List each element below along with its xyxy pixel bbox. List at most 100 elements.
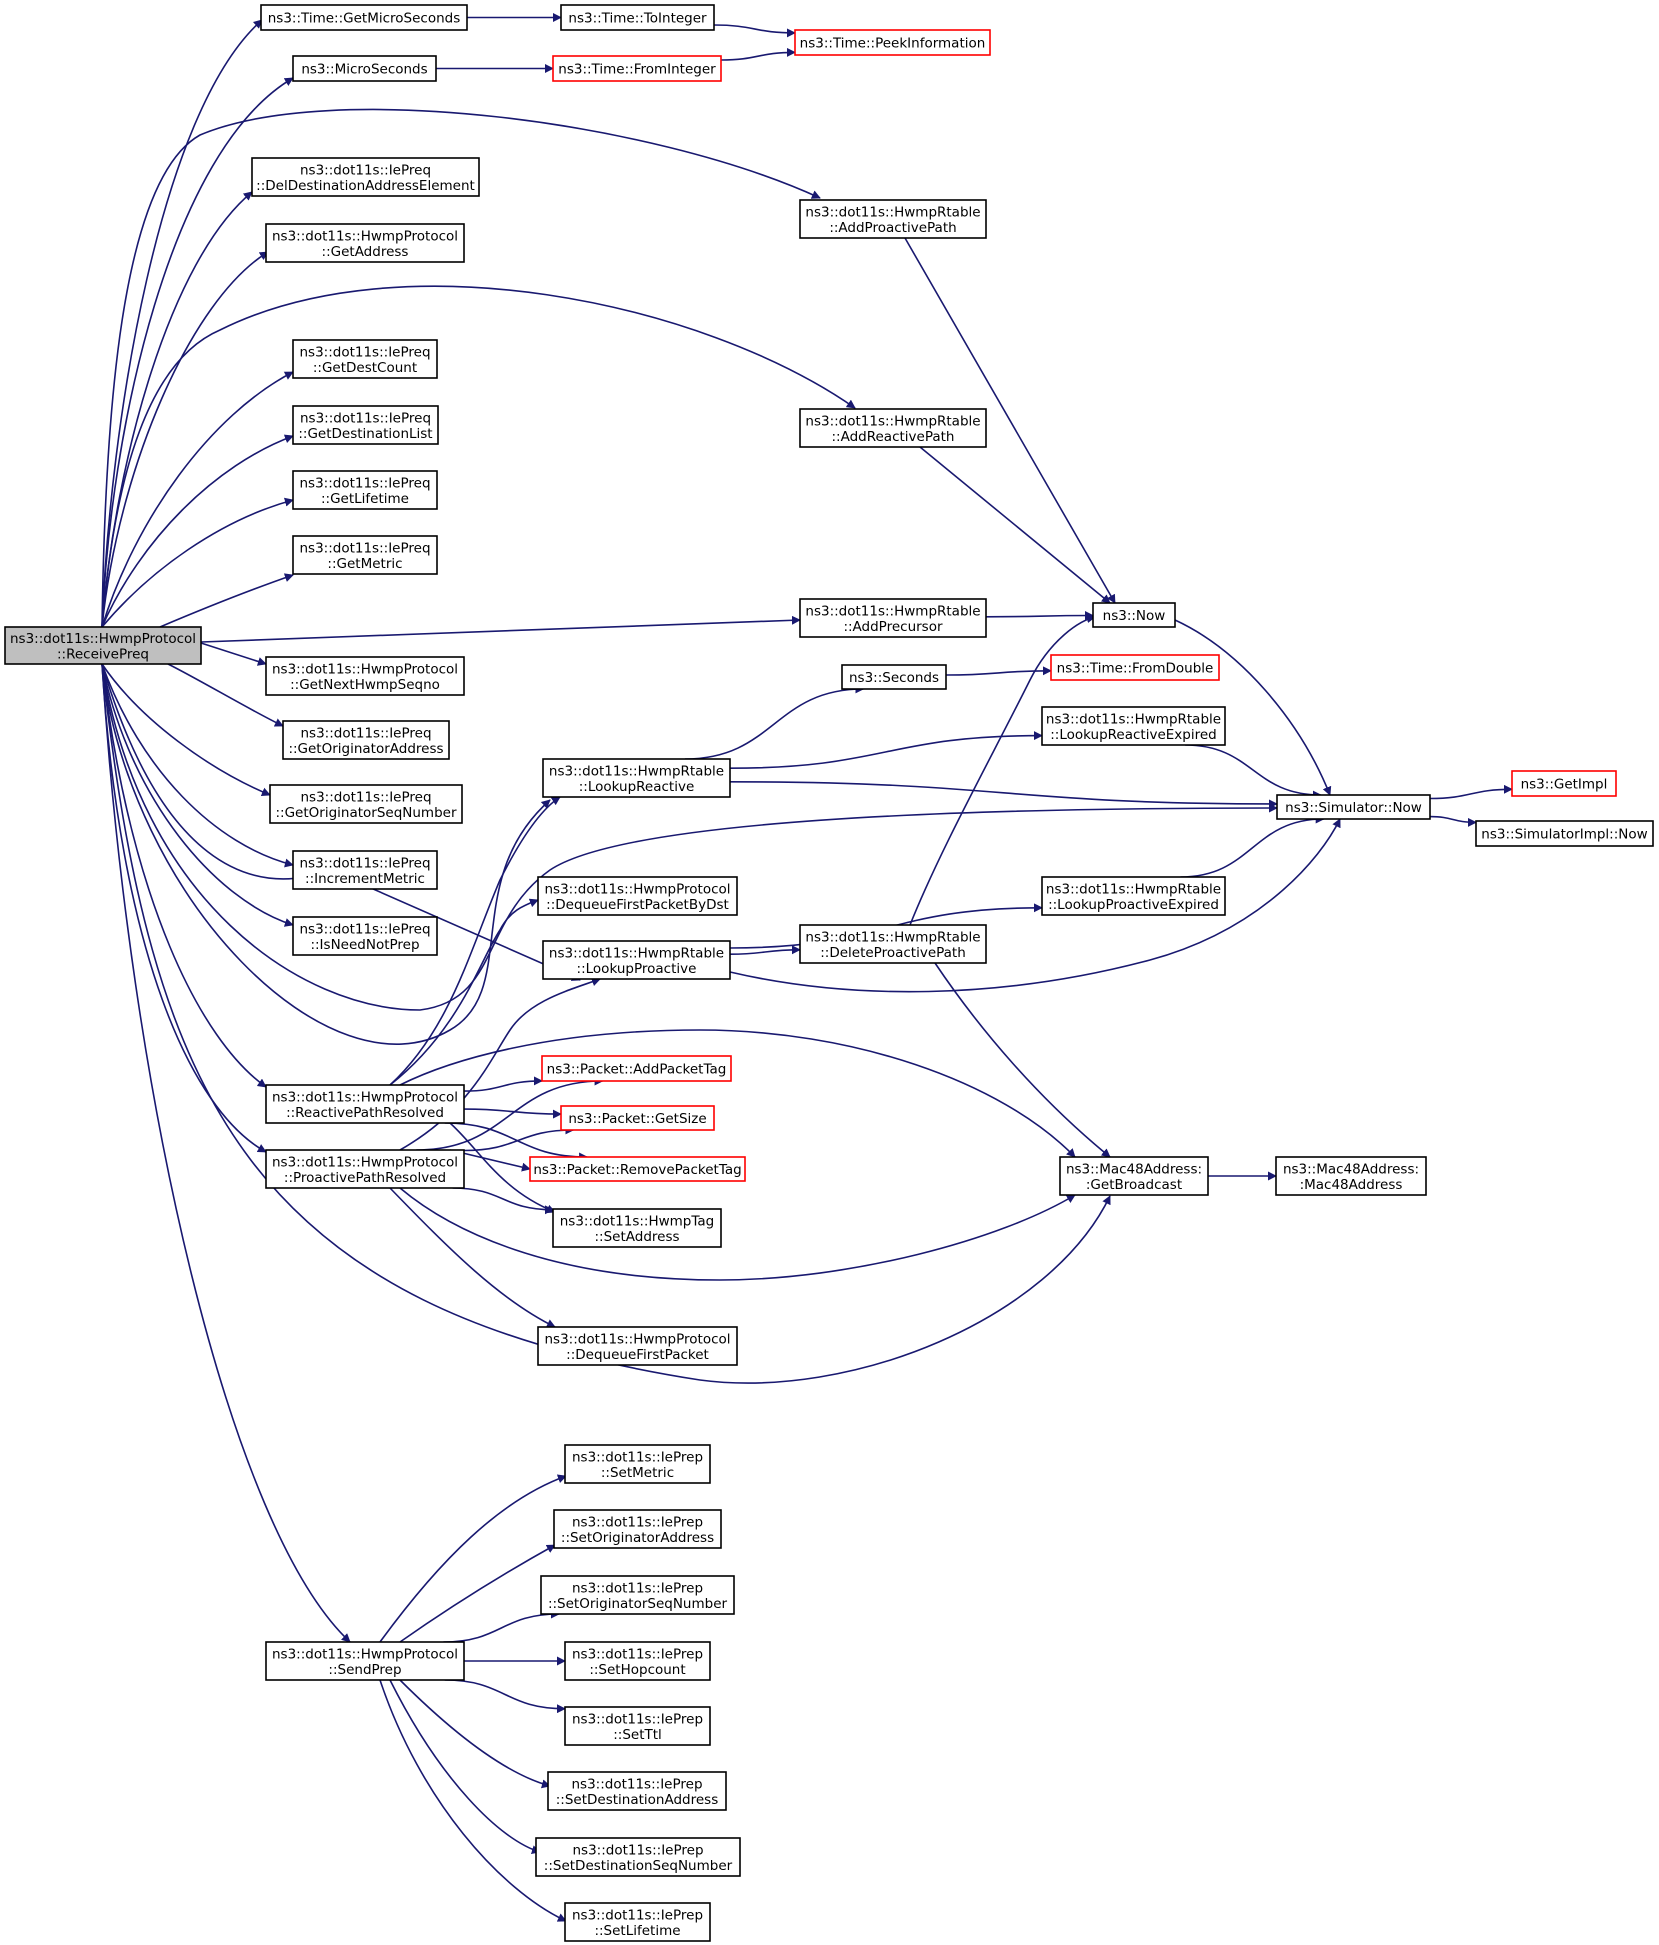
edge-line [729, 945, 801, 955]
edge-proactivepathresolved-to-settagaddress [452, 1187, 554, 1215]
edge-line [904, 237, 1116, 604]
node-lookupreactiveexpired[interactable]: ns3::dot11s::HwmpRtable::LookupReactiveE… [1041, 706, 1226, 746]
node-sethopcount[interactable]: ns3::dot11s::IePrep::SetHopcount [564, 1641, 711, 1681]
edge-lookupreactiveexpired-to-simulatornow [1185, 744, 1322, 800]
node-deleteproactivepath[interactable]: ns3::dot11s::HwmpRtable::DeleteProactive… [799, 924, 987, 964]
node-frominteger[interactable]: ns3::Time::FromInteger [552, 55, 722, 82]
node-box [4, 626, 202, 665]
node-box [265, 1084, 465, 1124]
node-getlifetime[interactable]: ns3::dot11s::IePreq::GetLifetime [292, 470, 438, 510]
node-dequeuefirstpacketbydst[interactable]: ns3::dot11s::HwmpProtocol::DequeueFirstP… [537, 876, 738, 916]
node-box [265, 223, 465, 263]
edge-line [101, 663, 351, 1643]
node-lookupproactive[interactable]: ns3::dot11s::HwmpRtable::LookupProactive [542, 940, 731, 980]
node-peekinformation[interactable]: ns3::Time::PeekInformation [794, 29, 991, 56]
node-label-line: ns3::dot11s::HwmpProtocol [272, 1646, 458, 1662]
edge-reactivepathresolved-to-getbroadcast [399, 1029, 1076, 1158]
node-label-line: ns3::dot11s::IePreq [300, 162, 431, 178]
node-setlifetime[interactable]: ns3::dot11s::IePrep::SetLifetime [564, 1902, 711, 1942]
node-seconds[interactable]: ns3::Seconds [841, 664, 947, 690]
node-label-line: ::SetDestinationAddress [556, 1792, 719, 1808]
node-setmetric[interactable]: ns3::dot11s::IePrep::SetMetric [564, 1444, 711, 1484]
node-isneednotprep[interactable]: ns3::dot11s::IePreq::IsNeedNotPrep [292, 916, 438, 956]
node-label-line: ::DequeueFirstPacket [566, 1347, 709, 1363]
node-addprecursor[interactable]: ns3::dot11s::HwmpRtable::AddPrecursor [799, 598, 987, 638]
node-microseconds[interactable]: ns3::MicroSeconds [292, 55, 437, 82]
node-addproactivepath[interactable]: ns3::dot11s::HwmpRtable::AddProactivePat… [799, 199, 987, 239]
node-label-line: ns3::Simulator::Now [1285, 800, 1422, 816]
edge-line [463, 1076, 543, 1092]
edge-root-to-getnexthwmpseqno [200, 642, 267, 666]
node-setoriginatoraddress[interactable]: ns3::dot11s::IePrep::SetOriginatorAddres… [553, 1509, 722, 1549]
node-box [292, 405, 439, 445]
node-simulatorimplnow[interactable]: ns3::SimulatorImpl::Now [1475, 820, 1654, 847]
node-label-line: ::GetLifetime [321, 491, 409, 507]
edge-line [389, 1679, 541, 1854]
node-box [265, 1641, 465, 1681]
node-label-line: ::AddReactivePath [831, 429, 954, 445]
node-label-line: ns3::dot11s::IePreq [299, 540, 430, 556]
node-label-line: ns3::Packet::AddPacketTag [547, 1062, 727, 1078]
node-box [1475, 820, 1654, 847]
node-getsize[interactable]: ns3::Packet::GetSize [560, 1105, 715, 1131]
edge-deleteproactivepath-to-ns3now [909, 614, 1096, 926]
node-incrementmetric[interactable]: ns3::dot11s::IePreq::IncrementMetric [292, 850, 438, 890]
node-mac48address[interactable]: ns3::Mac48Address::Mac48Address [1275, 1156, 1427, 1196]
node-deldest[interactable]: ns3::dot11s::IePreq::DelDestinationAddre… [251, 157, 480, 197]
node-label-line: :Mac48Address [1300, 1177, 1403, 1193]
node-box [799, 598, 987, 638]
node-ns3now[interactable]: ns3::Now [1092, 602, 1176, 628]
node-proactivepathresolved[interactable]: ns3::dot11s::HwmpProtocol::ProactivePath… [265, 1149, 465, 1189]
node-box [799, 199, 987, 239]
edge-line [101, 285, 856, 628]
node-addpackettag[interactable]: ns3::Packet::AddPacketTag [541, 1055, 732, 1082]
edge-addprecursor-to-ns3now [985, 611, 1094, 621]
node-settagaddress[interactable]: ns3::dot11s::HwmpTag::SetAddress [552, 1208, 722, 1248]
node-sendprep[interactable]: ns3::dot11s::HwmpProtocol::SendPrep [265, 1641, 465, 1681]
node-label-line: ns3::dot11s::IePrep [572, 1580, 703, 1596]
node-getoriginatorseqnumber[interactable]: ns3::dot11s::IePreq::GetOriginatorSeqNum… [269, 784, 463, 824]
node-getbroadcast[interactable]: ns3::Mac48Address::GetBroadcast [1059, 1156, 1209, 1196]
node-simulatornow[interactable]: ns3::Simulator::Now [1276, 794, 1431, 820]
node-removepackettag[interactable]: ns3::Packet::RemovePacketTag [529, 1156, 746, 1182]
node-addreactivepath[interactable]: ns3::dot11s::HwmpRtable::AddReactivePath [799, 408, 987, 448]
node-lookupreactive[interactable]: ns3::dot11s::HwmpRtable::LookupReactive [542, 758, 731, 798]
node-getmicroseconds[interactable]: ns3::Time::GetMicroSeconds [260, 4, 468, 31]
node-box [1041, 876, 1226, 916]
node-label-line: ::GetAddress [322, 244, 409, 260]
node-dequeuefirstpacket[interactable]: ns3::dot11s::HwmpProtocol::DequeueFirstP… [537, 1326, 738, 1366]
edge-line [1185, 744, 1322, 800]
node-tointeger[interactable]: ns3::Time::ToInteger [560, 4, 715, 31]
node-box [542, 758, 731, 798]
node-fromdouble[interactable]: ns3::Time::FromDouble [1050, 654, 1220, 681]
node-getimpl[interactable]: ns3::GetImpl [1511, 770, 1617, 797]
node-box [1059, 1156, 1209, 1196]
edge-line [463, 1125, 575, 1152]
node-box [564, 1444, 711, 1484]
node-getoriginatoraddress[interactable]: ns3::dot11s::IePreq::GetOriginatorAddres… [282, 720, 450, 760]
node-getdestinationlist[interactable]: ns3::dot11s::IePreq::GetDestinationList [292, 405, 439, 445]
node-getdestcount[interactable]: ns3::dot11s::IePreq::GetDestCount [292, 339, 438, 379]
edge-line [159, 573, 294, 628]
node-lookupproactiveexpired[interactable]: ns3::dot11s::HwmpRtable::LookupProactive… [1041, 876, 1226, 916]
node-setdestinationseqnumber[interactable]: ns3::dot11s::IePrep::SetDestinationSeqNu… [535, 1837, 741, 1877]
node-label-line: ::DequeueFirstPacketByDst [546, 897, 729, 913]
node-label-line: ns3::dot11s::HwmpProtocol [272, 228, 458, 244]
edge-seconds-to-fromdouble [945, 666, 1052, 676]
node-label-line: ::SetOriginatorSeqNumber [548, 1596, 728, 1612]
node-getnexthwmpseqno[interactable]: ns3::dot11s::HwmpProtocol::GetNextHwmpSe… [265, 656, 465, 696]
node-box [564, 1902, 711, 1942]
edge-root-to-addreactivepath [101, 285, 856, 628]
node-setttl[interactable]: ns3::dot11s::IePrep::SetTtl [564, 1706, 711, 1746]
node-setoriginatorseqnumber[interactable]: ns3::dot11s::IePrep::SetOriginatorSeqNum… [540, 1575, 735, 1615]
node-reactivepathresolved[interactable]: ns3::dot11s::HwmpProtocol::ReactivePathR… [265, 1084, 465, 1124]
node-getmetric[interactable]: ns3::dot11s::IePreq::GetMetric [292, 535, 438, 575]
node-getaddress[interactable]: ns3::dot11s::HwmpProtocol::GetAddress [265, 223, 465, 263]
edge-line [101, 663, 267, 1153]
edge-root-to-getoriginatorseqnumber [101, 663, 271, 797]
node-label-line: ns3::dot11s::IePrep [572, 1646, 703, 1662]
edge-root-to-addprecursor [200, 615, 801, 643]
node-setdestinationaddress[interactable]: ns3::dot11s::IePrep::SetDestinationAddre… [547, 1771, 727, 1811]
node-label-line: ns3::Time::GetMicroSeconds [268, 11, 461, 27]
